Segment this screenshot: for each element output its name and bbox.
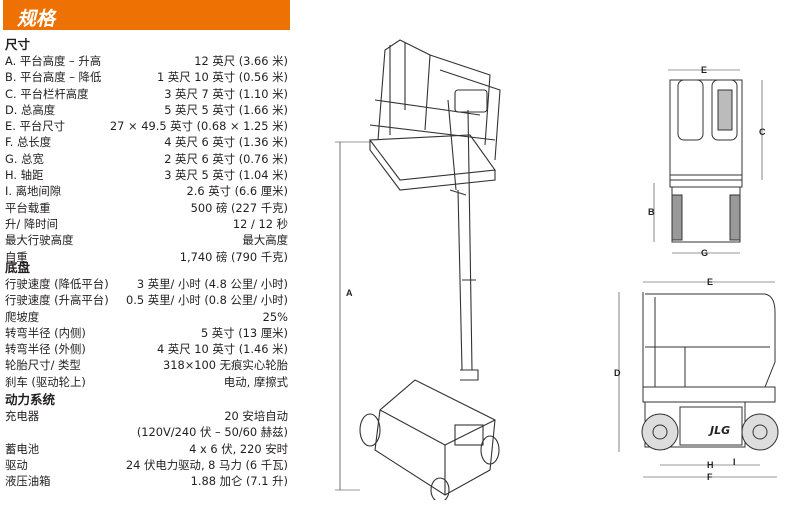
spec-label: 行驶速度 (升高平台) (5, 293, 109, 308)
spec-row: 驱动 24 伏电力驱动, 8 马力 (6 千瓦) (5, 457, 288, 473)
spec-value: 27 × 49.5 英寸 (0.68 × 1.25 米) (109, 119, 288, 134)
spec-row: E. 平台尺寸 27 × 49.5 英寸 (0.68 × 1.25 米) (5, 118, 288, 134)
spec-value: 12 英尺 (3.66 米) (194, 54, 288, 68)
page-title: 规格 (17, 8, 56, 30)
spec-row: H. 轴距 3 英尺 5 英寸 (1.04 米) (5, 167, 288, 183)
spec-value: 3 英尺 5 英寸 (1.04 米) (164, 168, 288, 183)
spec-row: A. 平台高度 – 升高 12 英尺 (3.66 米) (5, 53, 288, 69)
spec-value: 20 安培自动 (224, 409, 288, 423)
spec-row: 最大行驶高度 最大高度 (5, 232, 288, 248)
dimension-label-b: B (648, 207, 655, 217)
spec-value: (120V/240 伏 – 50/60 赫兹) (136, 425, 288, 440)
spec-row: 行驶速度 (降低平台) 3 英里/ 小时 (4.8 公里/ 小时) (5, 276, 288, 292)
spec-row: 液压油箱 1.88 加仑 (7.1 升) (5, 473, 288, 489)
spec-value: 0.5 英里/ 小时 (0.8 公里/ 小时) (125, 293, 288, 308)
spec-label: 充电器 (5, 409, 40, 423)
spec-row: D. 总高度 5 英尺 5 英寸 (1.66 米) (5, 102, 288, 118)
spec-value: 1,740 磅 (790 千克) (179, 249, 288, 264)
spec-row: 自重 1,740 磅 (790 千克) (5, 249, 288, 265)
dimension-label-i: I (733, 457, 736, 467)
spec-value: 24 伏电力驱动, 8 马力 (6 千瓦) (125, 457, 288, 472)
spec-row: B. 平台高度 – 降低 1 英尺 10 英寸 (0.56 米) (5, 69, 288, 85)
spec-value: 500 磅 (227 千克) (190, 200, 288, 215)
spec-section-chassis: 底盘 行驶速度 (降低平台)3 英里/ 小时 (4.8 公里/ 小时)行驶速度 … (5, 260, 288, 390)
spec-row: 蓄电池 4 x 6 伏, 220 安时 (5, 441, 288, 457)
spec-row: 平台载重 500 磅 (227 千克) (5, 200, 288, 216)
section-title: 动力系统 (5, 392, 56, 407)
spec-value: 4 英尺 10 英寸 (1.46 米) (156, 342, 288, 357)
spec-label: 最大行驶高度 (5, 233, 74, 248)
spec-row: 升/ 降时间 12 / 12 秒 (5, 216, 288, 232)
spec-label: 轮胎尺寸/ 类型 (5, 358, 81, 373)
spec-row: 转弯半径 (外侧) 4 英尺 10 英寸 (1.46 米) (5, 341, 288, 357)
dimension-label-h: H (707, 460, 714, 470)
spec-label: 升/ 降时间 (5, 216, 59, 231)
dimension-label-c: C (759, 127, 766, 137)
spec-label: F. 总长度 (5, 135, 52, 150)
dimension-label-f: F (707, 472, 713, 482)
spec-row: G. 总宽 2 英尺 6 英寸 (0.76 米) (5, 151, 288, 167)
spec-label: B. 平台高度 – 降低 (5, 70, 102, 85)
spec-row: I. 离地间隙 2.6 英寸 (6.6 厘米) (5, 183, 288, 199)
spec-value: 5 英寸 (13 厘米) (200, 325, 288, 340)
dimension-label-a: A (346, 288, 353, 298)
spec-value: 5 英尺 5 英寸 (1.66 米) (164, 102, 288, 117)
spec-row: 刹车 (驱动轮上) 电动, 摩擦式 (5, 374, 288, 390)
spec-label: 行驶速度 (降低平台) (5, 277, 109, 291)
spec-label: C. 平台栏杆高度 (5, 86, 89, 101)
spec-row: 转弯半径 (内侧) 5 英寸 (13 厘米) (5, 325, 288, 341)
dimension-label-g: G (701, 248, 708, 258)
spec-value: 1 英尺 10 英寸 (0.56 米) (156, 70, 288, 85)
spec-value: 4 英尺 6 英寸 (1.36 米) (164, 135, 288, 150)
spec-label: G. 总宽 (5, 151, 44, 166)
spec-label: A. 平台高度 – 升高 (5, 54, 102, 68)
spec-row: F. 总长度 4 英尺 6 英寸 (1.36 米) (5, 134, 288, 150)
spec-label: H. 轴距 (5, 168, 44, 183)
spec-value: 4 x 6 伏, 220 安时 (189, 441, 288, 456)
section-title: 底盘 (5, 260, 31, 275)
spec-label: 自重 (5, 249, 28, 264)
spec-label: 蓄电池 (5, 441, 40, 456)
spec-value: 电动, 摩擦式 (223, 374, 288, 389)
spec-value: 318×100 无痕实心轮胎 (163, 358, 288, 373)
spec-label: 爬坡度 (5, 309, 40, 324)
spec-value: 3 英尺 7 英寸 (1.10 米) (164, 86, 288, 101)
dimension-label-e: E (707, 277, 713, 287)
dimension-label-d: D (614, 368, 621, 378)
spec-value: 12 / 12 秒 (232, 216, 288, 231)
spec-value: 2 英尺 6 英寸 (0.76 米) (164, 151, 288, 166)
spec-label: I. 离地间隙 (5, 184, 62, 199)
spec-label: 平台载重 (5, 200, 51, 215)
lift-front-view-drawing: E C B G (648, 65, 766, 258)
spec-label: E. 平台尺寸 (5, 119, 66, 134)
spec-row: 行驶速度 (升高平台) 0.5 英里/ 小时 (0.8 公里/ 小时) (5, 292, 288, 308)
spec-label: 刹车 (驱动轮上) (5, 374, 86, 389)
spec-row: C. 平台栏杆高度 3 英尺 7 英寸 (1.10 米) (5, 86, 288, 102)
spec-value: 1.88 加仑 (7.1 升) (190, 474, 288, 489)
spec-value: 3 英里/ 小时 (4.8 公里/ 小时) (136, 277, 288, 291)
spec-row: 充电器 20 安培自动 (5, 408, 288, 424)
spec-label: D. 总高度 (5, 102, 56, 117)
spec-header-bar: 规格 (3, 0, 290, 30)
spec-label: 液压油箱 (5, 474, 51, 489)
spec-label: 转弯半径 (外侧) (5, 342, 86, 357)
section-title: 尺寸 (5, 37, 31, 52)
spec-value: 25% (262, 309, 288, 324)
lift-rear-view-drawing: E D JLG H I F (614, 277, 779, 482)
spec-value: 最大高度 (242, 233, 288, 248)
lift-side-view-drawing: A (335, 39, 501, 500)
spec-row: (120V/240 伏 – 50/60 赫兹) (5, 424, 288, 440)
spec-row: 爬坡度 25% (5, 309, 288, 325)
spec-label: 驱动 (5, 457, 28, 472)
jlg-logo: JLG (708, 424, 730, 437)
spec-label: 转弯半径 (内侧) (5, 325, 86, 340)
spec-value: 2.6 英寸 (6.6 厘米) (186, 184, 288, 199)
dimension-label-e: E (701, 65, 707, 75)
spec-row: 轮胎尺寸/ 类型 318×100 无痕实心轮胎 (5, 357, 288, 373)
